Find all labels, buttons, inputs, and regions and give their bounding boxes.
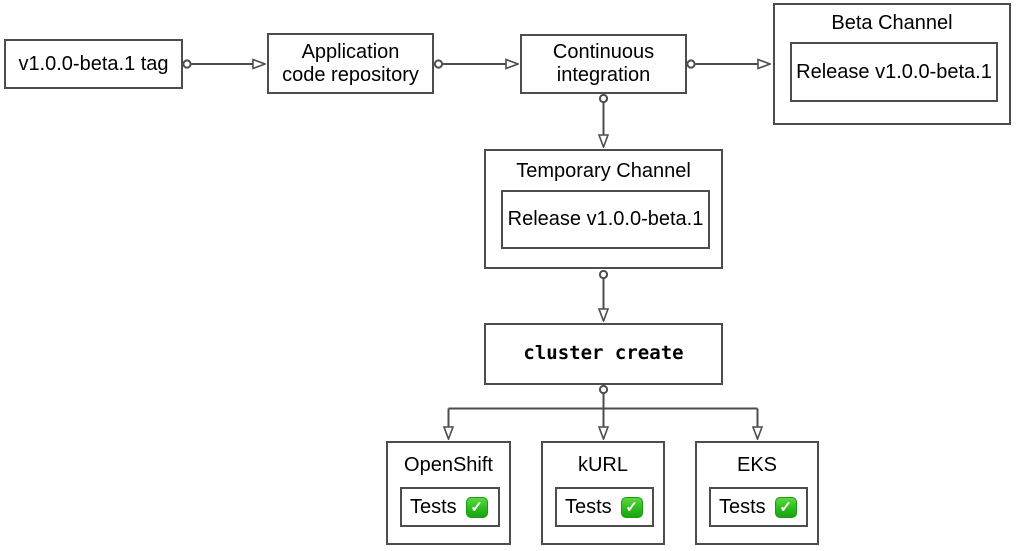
node-app-repository: Application code repository [267, 33, 434, 94]
tests-passed-icon: ✓ [620, 496, 643, 518]
group-temporary-channel: Temporary Channel Release v1.0.0-beta.1 [484, 149, 723, 269]
app-repository-label: Application code repository [282, 40, 419, 86]
kurl-title: kURL [577, 454, 628, 476]
openshift-tests-label: Tests [410, 495, 457, 518]
edge-temp-origin-dot [598, 269, 609, 280]
edge-cluster-branch [448, 394, 758, 410]
openshift-title: OpenShift [404, 454, 493, 476]
beta-channel-title: Beta Channel [831, 12, 953, 34]
version-tag-label: v1.0.0-beta.1 tag [18, 52, 169, 75]
eks-tests-label: Tests [719, 495, 766, 518]
group-openshift: OpenShift Tests ✓ [386, 441, 511, 545]
node-kurl-tests: Tests ✓ [555, 487, 654, 527]
edge-repo-origin-dot [433, 59, 444, 69]
group-eks: EKS Tests ✓ [695, 441, 819, 545]
node-cluster-create: cluster create [484, 323, 723, 385]
check-glyph: ✓ [470, 499, 483, 516]
node-openshift-tests: Tests ✓ [400, 487, 500, 527]
check-glyph: ✓ [625, 499, 638, 516]
edge-ci-bottom-origin-dot [598, 93, 609, 104]
edge-ci-right-origin-dot [686, 59, 696, 69]
node-beta-release: Release v1.0.0-beta.1 [790, 42, 998, 102]
temporary-channel-title: Temporary Channel [516, 160, 691, 182]
group-kurl: kURL Tests ✓ [541, 441, 665, 545]
node-eks-tests: Tests ✓ [709, 487, 808, 527]
beta-release-label: Release v1.0.0-beta.1 [796, 60, 992, 83]
continuous-integration-label: Continuous integration [552, 41, 655, 86]
edge-cluster-origin-dot [598, 384, 609, 395]
kurl-tests-label: Tests [565, 495, 612, 518]
eks-title: EKS [736, 454, 778, 476]
node-continuous-integration: Continuous integration [520, 34, 687, 94]
tests-passed-icon: ✓ [774, 496, 797, 518]
temporary-release-label: Release v1.0.0-beta.1 [507, 208, 704, 230]
group-beta-channel: Beta Channel Release v1.0.0-beta.1 [773, 3, 1011, 125]
edge-tag-origin-dot [182, 59, 192, 69]
check-glyph: ✓ [779, 499, 792, 516]
node-version-tag: v1.0.0-beta.1 tag [4, 39, 183, 89]
node-temporary-release: Release v1.0.0-beta.1 [501, 190, 710, 249]
cluster-create-label: cluster create [523, 342, 684, 365]
tests-passed-icon: ✓ [465, 496, 488, 518]
